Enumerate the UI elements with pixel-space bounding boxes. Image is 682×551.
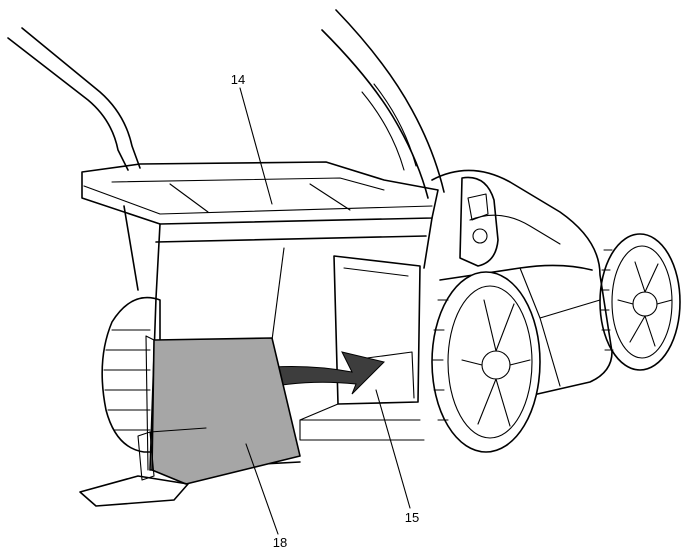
leader-15	[375, 389, 411, 509]
left-handle	[7, 27, 141, 171]
grass-bag	[81, 161, 439, 471]
callout-14: 14	[231, 72, 245, 87]
mulching-flap	[79, 335, 301, 507]
right-handle	[321, 9, 445, 199]
leader-14	[239, 87, 273, 205]
callout-15: 15	[405, 510, 419, 525]
callout-18: 18	[273, 535, 287, 550]
front-right-wheel	[431, 271, 541, 453]
leader-18	[245, 443, 279, 535]
mower-deck	[431, 169, 613, 399]
rear-right-wheel	[599, 233, 681, 371]
